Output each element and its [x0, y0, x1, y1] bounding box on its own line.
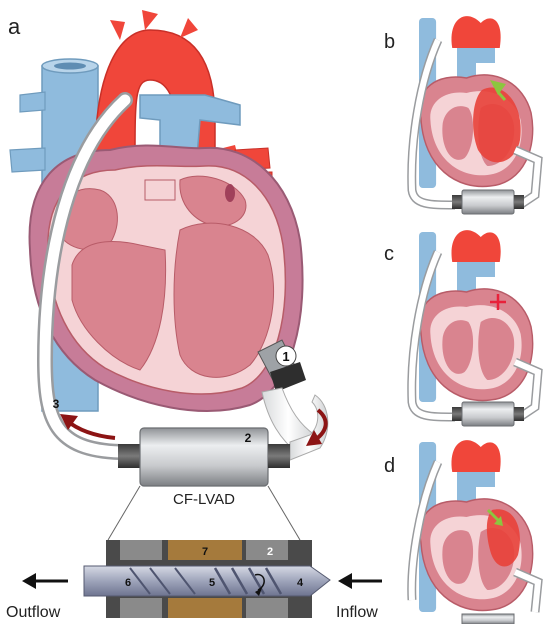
panel-label-a: a [8, 14, 21, 39]
outflow-graft-marker: 3 [53, 397, 60, 411]
pump-part-2: 2 [267, 546, 273, 558]
panel-label-b: b [384, 31, 395, 53]
pump-marker: 2 [245, 431, 252, 445]
inflow-label: Inflow [336, 604, 378, 621]
inflow-indicator: Inflow [336, 573, 382, 621]
pump-part-4: 4 [297, 577, 304, 589]
outflow-indicator: Outflow [6, 573, 68, 621]
inflow-cannula-marker: 1 [282, 349, 289, 364]
device-name: CF-LVAD [173, 491, 235, 508]
pump-part-5: 5 [209, 577, 215, 589]
panel-d: d [384, 440, 538, 624]
pump-body: 2 [118, 428, 290, 486]
pump-cross-section: 7 2 6 5 4 [84, 540, 330, 618]
panel-c: c [384, 230, 538, 426]
panel-label-d: d [384, 455, 395, 477]
pump-part-6: 6 [125, 577, 131, 589]
panel-label-c: c [384, 243, 394, 265]
panel-b: b [384, 16, 538, 214]
pump-part-7: 7 [202, 546, 208, 558]
outflow-label: Outflow [6, 604, 61, 621]
panel-a: a [6, 10, 382, 621]
